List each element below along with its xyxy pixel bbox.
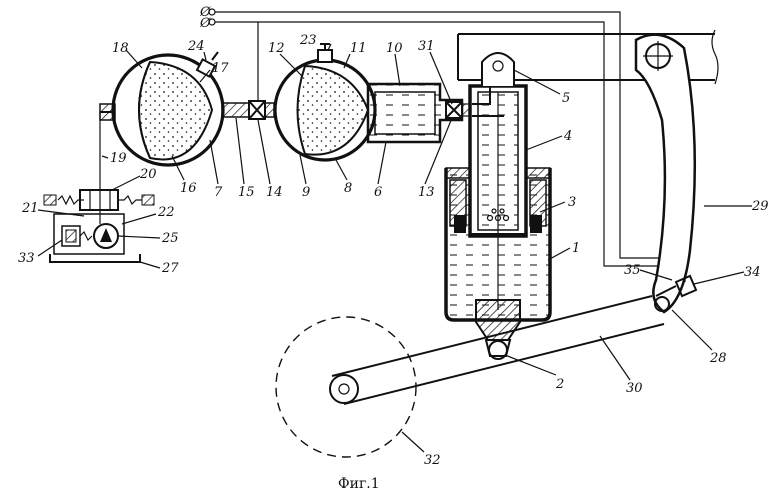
label-6: 6 xyxy=(374,185,382,200)
pipe-15 xyxy=(221,100,275,120)
label-32: 32 xyxy=(424,453,441,468)
label-11: 11 xyxy=(350,41,367,56)
label-7: 7 xyxy=(214,185,223,200)
label-10: 10 xyxy=(386,41,403,56)
wheel-32 xyxy=(275,316,417,458)
label-35: 35 xyxy=(624,263,641,278)
label-2: 2 xyxy=(555,377,564,392)
right-accumulator xyxy=(273,43,377,162)
part-labels: 1 2 3 4 5 6 7 8 9 10 11 12 13 14 15 16 1… xyxy=(18,33,769,468)
label-25: 25 xyxy=(161,231,179,246)
label-4: 4 xyxy=(563,129,572,144)
swing-arm-30 xyxy=(329,295,665,405)
label-18: 18 xyxy=(112,41,129,56)
label-20: 20 xyxy=(139,167,157,182)
terminal-1: Ø xyxy=(199,5,211,20)
hydraulic-chamber xyxy=(366,82,473,144)
label-8: 8 xyxy=(344,181,352,196)
label-34: 34 xyxy=(744,265,761,280)
label-17: 17 xyxy=(212,61,229,76)
pipe-13 xyxy=(472,86,504,117)
label-29: 29 xyxy=(751,199,769,214)
label-19: 19 xyxy=(110,151,127,166)
label-12: 12 xyxy=(268,41,285,56)
terminal-2: Ø xyxy=(199,16,211,31)
pump-group xyxy=(43,103,155,263)
label-28: 28 xyxy=(709,351,727,366)
figure-caption: Фиг.1 xyxy=(338,476,380,492)
label-24: 24 xyxy=(187,39,205,54)
label-21: 21 xyxy=(21,201,39,216)
hydro-cylinder xyxy=(444,52,552,360)
label-1: 1 xyxy=(572,241,580,256)
leader-lines xyxy=(37,43,752,453)
label-33: 33 xyxy=(18,251,35,266)
label-14: 14 xyxy=(266,185,283,200)
label-5: 5 xyxy=(562,91,570,106)
label-15: 15 xyxy=(238,185,255,200)
label-3: 3 xyxy=(568,195,576,210)
label-9: 9 xyxy=(302,185,310,200)
label-23: 23 xyxy=(299,33,317,48)
label-16: 16 xyxy=(180,181,197,196)
left-accumulator xyxy=(111,51,225,167)
label-27: 27 xyxy=(161,261,179,276)
label-22: 22 xyxy=(157,205,175,220)
label-13: 13 xyxy=(418,185,435,200)
lever-29 xyxy=(634,33,698,314)
label-31: 31 xyxy=(418,39,435,54)
label-30: 30 xyxy=(626,381,643,396)
